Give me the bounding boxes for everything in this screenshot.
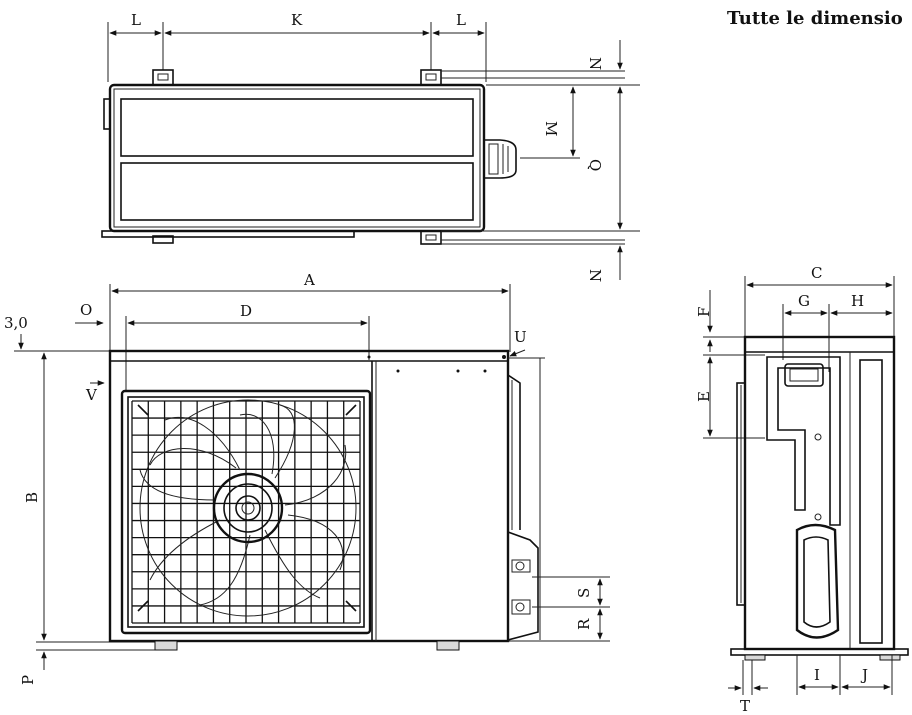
side-view: C G H F E <box>695 264 909 715</box>
dim-label-L-right: L <box>456 11 466 29</box>
dim-label-R: R <box>575 618 593 630</box>
front-view: A O D 3,0 V B P <box>4 271 610 685</box>
dim-label-N-top: N <box>586 57 604 70</box>
dim-label-S: S <box>575 588 593 598</box>
dim-label-T: T <box>740 697 750 715</box>
dim-label-N-bottom: N <box>586 269 604 282</box>
fan-blades <box>139 404 347 606</box>
dim-label-B: B <box>23 492 41 503</box>
dim-label-P: P <box>19 675 37 685</box>
dim-label-D: D <box>240 302 252 320</box>
dim-label-G: G <box>798 292 810 310</box>
dim-label-C: C <box>811 264 822 282</box>
top-view: L K L N <box>101 11 640 282</box>
fan-grille <box>131 400 361 624</box>
dim-label-O: O <box>80 301 92 319</box>
dim-label-M: M <box>542 121 560 136</box>
dim-label-L-left: L <box>131 11 141 29</box>
dim-label-I: I <box>814 666 820 684</box>
dim-label-A: A <box>303 271 315 289</box>
dim-label-J: J <box>860 666 868 684</box>
dim-label-E: E <box>695 391 713 402</box>
dim-label-K: K <box>291 11 303 29</box>
dimensions-title: Tutte le dimensio <box>727 8 903 29</box>
dim-label-U: U <box>514 328 527 346</box>
dim-label-Q: Q <box>586 159 604 171</box>
dim-label-offset: 3,0 <box>4 314 28 332</box>
dim-label-H: H <box>851 292 864 310</box>
dim-label-V: V <box>85 386 98 404</box>
dim-label-F: F <box>695 307 713 317</box>
